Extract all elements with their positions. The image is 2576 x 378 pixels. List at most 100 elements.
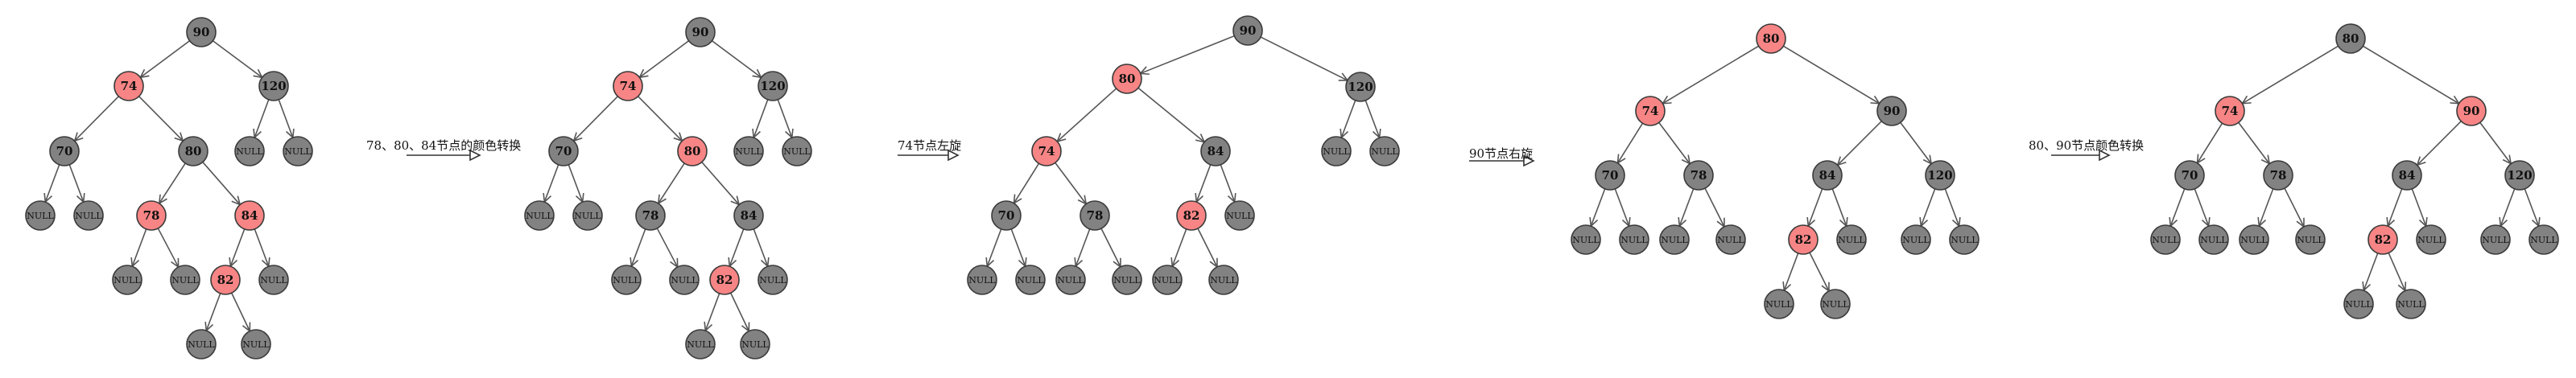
tree-node-74: 74	[114, 71, 144, 101]
tree-edge	[254, 99, 270, 138]
node-label: NULL	[2417, 235, 2445, 245]
tree-4-edges	[1589, 45, 1961, 293]
tree-node-70: 70	[991, 200, 1022, 231]
node-circle	[1619, 224, 1649, 255]
node-label: NULL	[1902, 235, 1930, 245]
null-node: NULL	[758, 265, 788, 295]
tree-edge	[68, 164, 85, 203]
node-circle	[1571, 224, 1601, 255]
tree-edge	[656, 228, 679, 268]
node-label: NULL	[613, 275, 640, 286]
node-circle	[967, 265, 997, 295]
tree-edge	[1900, 121, 1932, 165]
tree-edge	[1809, 252, 1830, 292]
node-label: 82	[1183, 208, 1200, 223]
null-node: NULL	[1820, 289, 1851, 319]
node-circle	[1112, 265, 1142, 295]
node-circle	[1321, 136, 1352, 166]
tree-node-70: 70	[1595, 160, 1625, 191]
tree-edge-arrowhead	[1870, 95, 1881, 105]
step-arrow-head	[947, 149, 960, 162]
node-label: 82	[716, 273, 733, 287]
null-node: NULL	[2480, 224, 2511, 255]
tree-edge	[138, 96, 184, 142]
node-label: 70	[1602, 168, 1619, 183]
node-circle	[49, 136, 80, 166]
tree-node-82: 82	[210, 265, 241, 295]
node-label: 74	[1642, 104, 1659, 118]
null-node: NULL	[2198, 224, 2229, 255]
node-label: NULL	[171, 275, 199, 286]
node-label: 74	[121, 79, 138, 93]
node-circle	[677, 136, 708, 166]
tree-node-90: 90	[1232, 15, 1263, 46]
tree-edge	[1616, 122, 1644, 164]
node-label: NULL	[236, 146, 263, 157]
tree-node-78: 78	[1080, 200, 1110, 231]
node-label: 82	[1795, 232, 1812, 247]
tree-edge	[1614, 188, 1630, 227]
node-circle	[136, 200, 167, 231]
node-circle	[1224, 200, 1255, 231]
node-label: NULL	[27, 211, 54, 221]
node-label: 90	[692, 25, 709, 39]
tree-node-70: 70	[548, 136, 579, 166]
tree-edge	[2238, 121, 2270, 165]
tree-edge	[568, 164, 584, 203]
tree-edge-arrowhead	[2240, 95, 2252, 105]
node-label: 84	[1208, 144, 1224, 158]
node-circle	[1345, 72, 1376, 102]
tree-node-90: 90	[186, 17, 217, 47]
node-label: NULL	[1765, 299, 1793, 310]
node-label: 70	[998, 208, 1015, 223]
node-circle	[2396, 289, 2426, 319]
node-label: NULL	[114, 275, 141, 286]
tree-node-84: 84	[1200, 136, 1231, 166]
tree-edge	[1013, 162, 1040, 204]
tree-edge-arrowhead	[1661, 95, 1672, 105]
node-circle	[234, 136, 265, 166]
tree-edge	[1662, 45, 1759, 105]
tree-edge	[2417, 121, 2462, 166]
tree-node-80: 80	[677, 136, 708, 166]
node-circle	[1683, 160, 1714, 191]
node-circle	[2239, 224, 2269, 255]
tree-edge	[1340, 100, 1356, 138]
tree-edge	[2284, 187, 2305, 228]
tree-edge	[1831, 188, 1847, 227]
node-label: NULL	[2345, 299, 2372, 310]
node-label: NULL	[2482, 235, 2509, 245]
tree-node-80: 80	[2335, 23, 2366, 54]
node-circle	[1820, 289, 1851, 319]
tree-edge	[231, 292, 250, 332]
tree-edge	[1590, 188, 1606, 227]
node-circle	[740, 329, 770, 360]
tree-edge	[1364, 100, 1381, 138]
null-node: NULL	[1619, 224, 1649, 255]
tree-edge	[573, 96, 618, 142]
step-arrow-1	[407, 149, 481, 162]
tree-node-84: 84	[1812, 160, 1843, 191]
node-circle	[1200, 136, 1231, 166]
node-circle	[733, 136, 764, 166]
node-circle	[170, 265, 200, 295]
tree-edge	[638, 40, 690, 78]
step-arrow-2	[898, 149, 960, 162]
node-label: 80	[2343, 31, 2359, 46]
node-circle	[524, 200, 555, 231]
node-circle	[669, 265, 700, 295]
null-node: NULL	[241, 329, 271, 360]
node-label: 74	[620, 79, 637, 93]
null-node: NULL	[170, 265, 200, 295]
tree-node-84: 84	[234, 200, 265, 231]
tree-node-82: 82	[1788, 224, 1818, 255]
node-label: NULL	[2397, 299, 2425, 310]
node-circle	[1015, 265, 1046, 295]
null-node: NULL	[1369, 136, 1400, 166]
node-label: NULL	[260, 275, 287, 286]
tree-edge	[986, 228, 1002, 267]
tree-edge	[2388, 253, 2406, 291]
